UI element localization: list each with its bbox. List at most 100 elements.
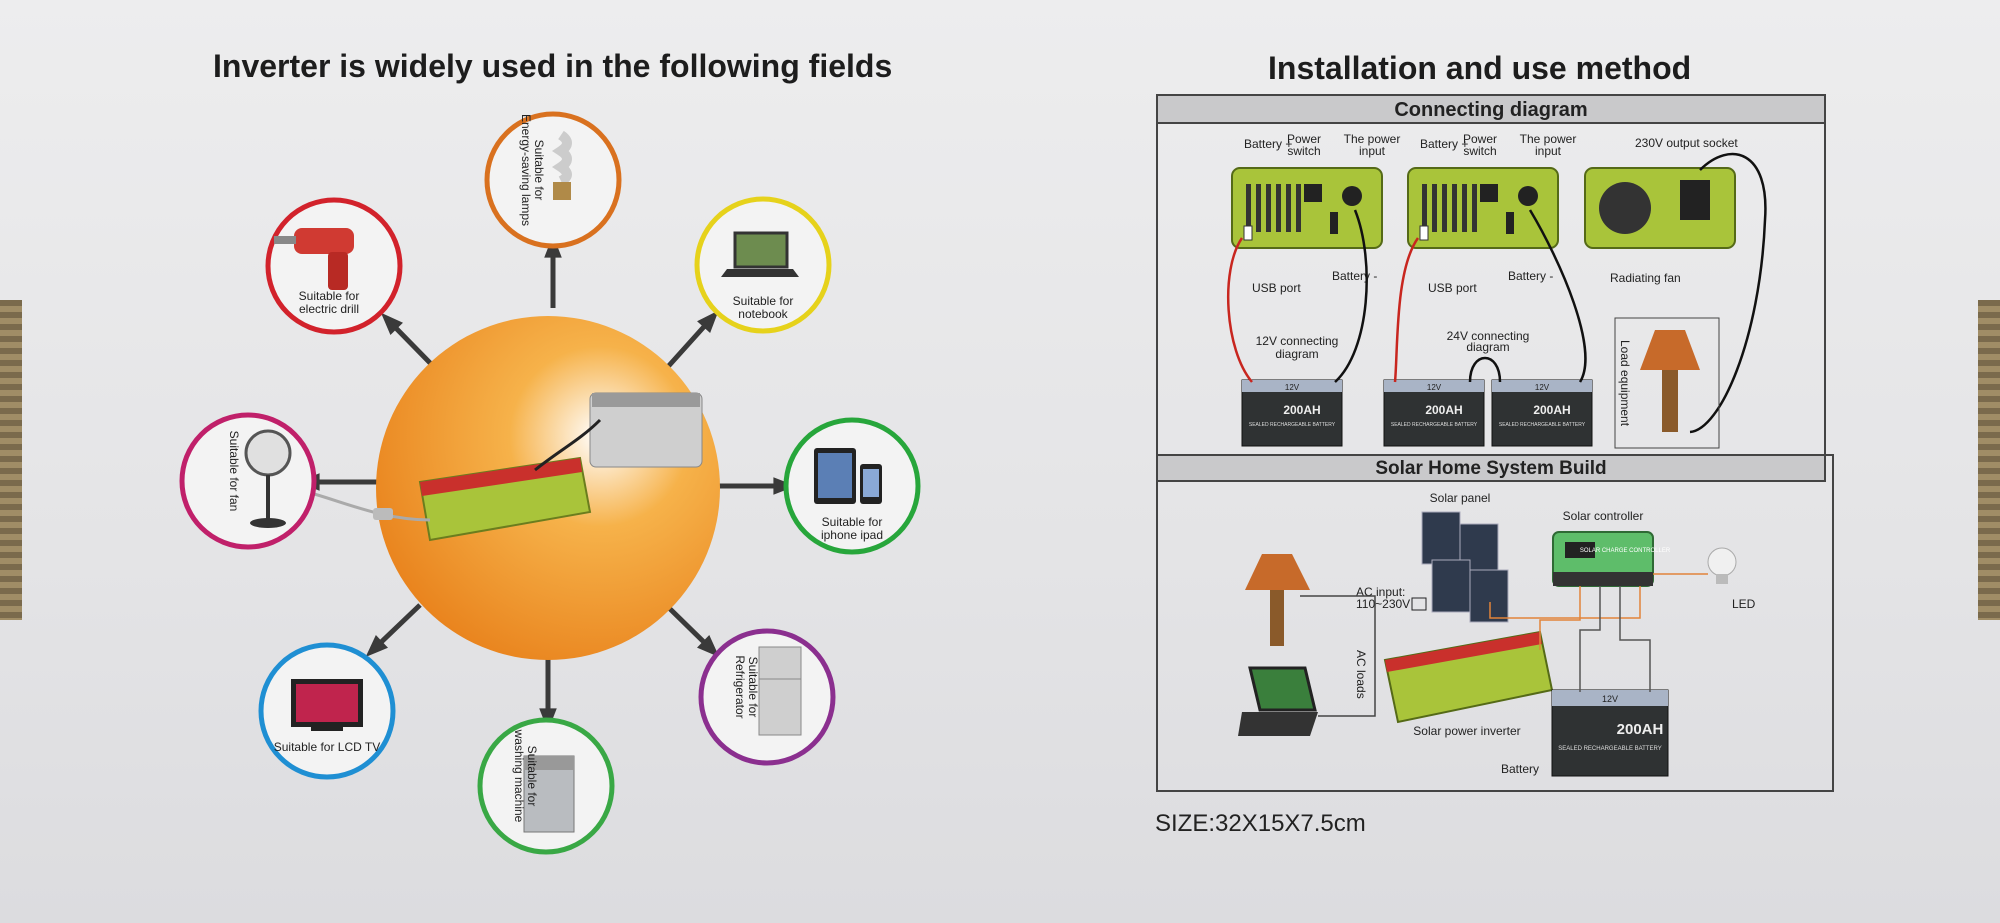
battery-volt: 12V [1427,383,1442,392]
solar-battery-cap: 200AH [1617,721,1664,738]
plug-icon [373,508,393,520]
tv-icon [291,679,363,731]
ac-plug-icon [1411,597,1427,611]
field-label-drill: Suitable for [299,289,360,303]
connecting-diagram: Connecting diagram Battery +PowerswitchT… [1156,94,1826,456]
field-label-iphone: Suitable for [822,515,883,529]
battery-sub: SEALED RECHARGEABLE BATTERY [1249,422,1336,428]
power-switch-label-2: switch [1287,144,1320,158]
tablet-phone-icon [814,448,882,504]
solar-panel-icon [1421,511,1509,623]
connecting-title: Connecting diagram [1394,99,1587,121]
arrow-tv [373,603,422,650]
power-input-icon [1342,186,1362,206]
field-label-line: washing machine [512,729,526,823]
power-switch-label: Power [1287,132,1321,146]
power-input-icon [1518,186,1538,206]
field-fridge: Suitable forRefrigerator [698,628,836,766]
field-label-tv: Suitable for LCD TV [274,740,381,754]
field-label-drill: electric drill [299,302,359,316]
power-input-label-2: input [1359,144,1386,158]
battery-sub: SEALED RECHARGEABLE BATTERY [1391,422,1478,428]
power-switch-icon [1480,184,1498,202]
ac-loads-label: AC loads [1354,650,1368,699]
battery-label: Battery [1501,762,1539,776]
output-socket-label: 230V output socket [1635,136,1738,150]
refrigerator-icon [758,646,802,736]
diagram-12v-label: 12V connecting [1256,334,1339,348]
field-label-line: Refrigerator [733,655,747,718]
arrowhead-notebook [697,310,719,333]
wire-black-12v [1334,209,1368,383]
field-fan: Suitable for fan [179,412,317,550]
laptop-icon [1238,666,1318,736]
usb-port-icon [1243,225,1253,241]
solar-battery-sub: SEALED RECHARGEABLE BATTERY [1558,746,1661,752]
lamp-icon-solar [1245,554,1310,646]
inverter-12v [1231,167,1383,249]
wire-series-link [1468,356,1502,383]
field-label-line: Suitable for [532,140,546,201]
fan-icon [244,429,292,528]
field-circle-fan [179,412,317,550]
wire-ctrl-battery-2 [1619,586,1651,692]
battery-cap: 200AH [1425,403,1462,417]
power-input-label-2: input [1535,144,1562,158]
load-equipment-frame [1614,317,1720,449]
output-socket-icon [1680,180,1710,220]
ac-loads-bracket [1300,595,1376,717]
lamp-icon [1640,330,1700,432]
diagram-24v-label: 24V connecting [1447,329,1530,343]
field-tv: Suitable for LCD TV [258,642,396,780]
field-label-line: Suitable for [746,657,760,718]
battery-volt: 12V [1535,383,1550,392]
solar-controller-icon: SOLAR CHARGE CONTROLLER [1552,531,1671,587]
solar-battery-volt: 12V [1602,694,1618,704]
box-flap-left [0,300,22,620]
arrow-fridge [663,602,712,650]
usb-port-label: USB port [1428,281,1477,295]
battery-cable [534,418,602,472]
led-bulb-icon [1707,547,1737,584]
controller-text: SOLAR CHARGE CONTROLLER [1580,548,1671,554]
solar-inverter-label: Solar power inverter [1413,724,1520,738]
wire-load [1689,153,1767,434]
laptop-icon [721,231,799,277]
field-label-fan: Suitable for fan [227,431,241,512]
drill-icon [274,228,354,290]
radiating-fan-label: Radiating fan [1610,271,1681,285]
solar-title: Solar Home System Build [1375,458,1606,479]
wire-panel-ctrl [1489,586,1641,619]
solar-controller-label: Solar controller [1563,509,1644,523]
battery-24v-a: 12V 200AH SEALED RECHARGEABLE BATTERY [1383,379,1485,447]
power-switch-label-2: switch [1463,144,1496,158]
wire-ctrl-inverter [1539,586,1581,650]
arrow-notebook [663,318,712,372]
washing-machine-icon [523,755,575,833]
radiating-fan-icon [1599,182,1651,234]
solar-inverter-icon [1383,630,1554,724]
load-equipment-label: Load equipment [1618,340,1632,427]
field-label-line: Suitable for fan [227,431,241,512]
lightbulb-icon [551,130,572,200]
solar-battery-icon: 12V 200AH SEALED RECHARGEABLE BATTERY [1551,689,1669,777]
size-label: SIZE:32X15X7.5cm [1155,810,1366,837]
battery-minus-label: Battery - [1332,269,1377,283]
inverter-24v [1407,167,1559,249]
arrow-drill [388,320,437,370]
wire-ctrl-battery [1579,586,1601,692]
power-switch-icon [1304,184,1322,202]
application-wheel: Suitable forEnergy-saving lampsSuitable … [179,111,921,855]
battery-cap: 200AH [1533,403,1570,417]
field-label-fridge: Suitable forRefrigerator [733,655,760,718]
arrowhead-fridge [697,635,720,658]
arrowhead-drill [380,312,403,335]
ac-range-label: 110~230V [1356,597,1410,611]
